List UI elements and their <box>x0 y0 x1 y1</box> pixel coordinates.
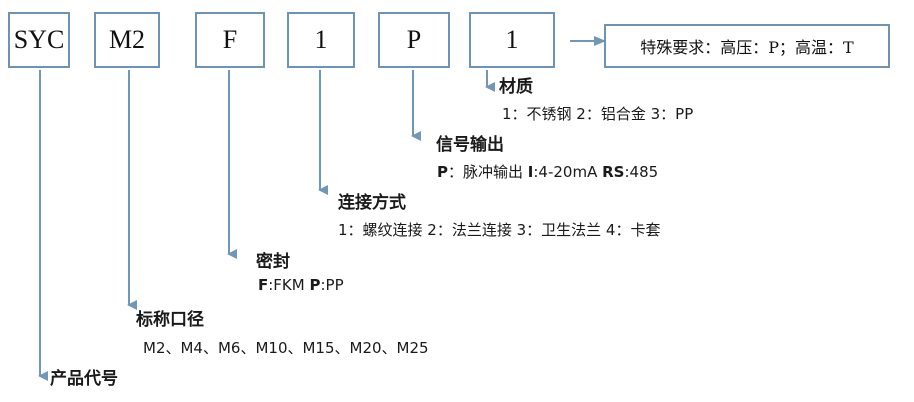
connection-method-options: 1：螺纹连接 2：法兰连接 3：卫生法兰 4：卡套 <box>338 221 661 239</box>
signal-output-options: P：脉冲输出 I:4-20mA RS:485 <box>437 163 659 181</box>
nominal-diameter-options: M2、M4、M6、M10、M15、M20、M25 <box>143 339 429 357</box>
code-box-output: P <box>378 12 450 68</box>
code-box-seal: F <box>195 12 265 68</box>
material-title: 材质 <box>499 77 533 97</box>
nominal-diameter-title: 标称口径 <box>136 310 204 330</box>
code-box-size: M2 <box>94 12 160 68</box>
seal-options: F:FKM P:PP <box>258 276 344 294</box>
special-requirements-box: 特殊要求：高压：P；高温：T <box>604 24 890 68</box>
code-box-material: 1 <box>469 12 555 68</box>
material-options: 1：不锈钢 2：铝合金 3：PP <box>502 105 694 123</box>
seal-title: 密封 <box>256 252 290 272</box>
signal-output-title: 信号输出 <box>436 135 504 155</box>
special-requirements-text: 特殊要求：高压：P；高温：T <box>640 38 854 57</box>
product-code-title: 产品代号 <box>50 369 118 389</box>
code-box-connection: 1 <box>287 12 355 68</box>
code-box-product: SYC <box>8 12 70 68</box>
connection-method-title: 连接方式 <box>338 193 406 213</box>
